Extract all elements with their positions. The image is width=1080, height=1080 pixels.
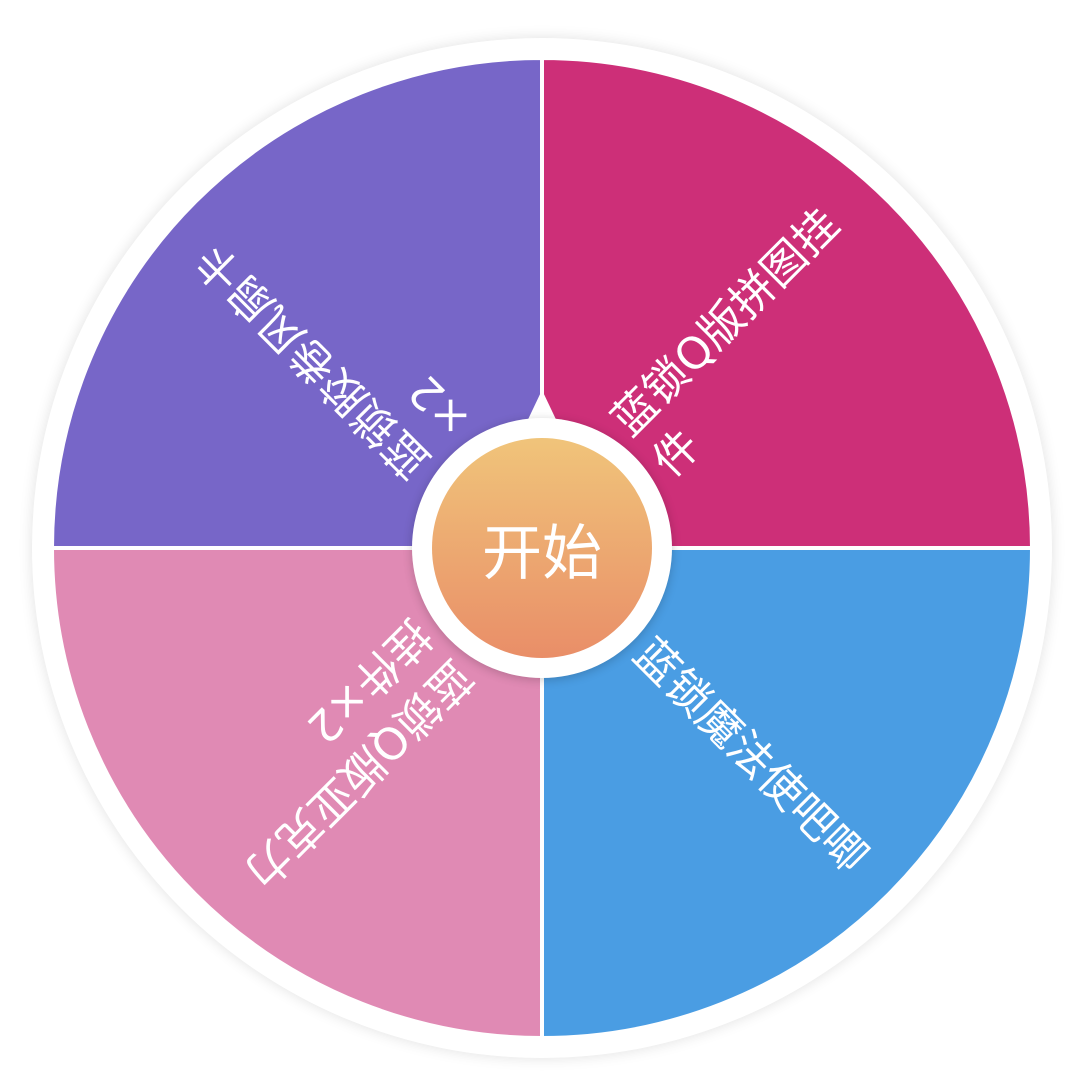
wheel-segment (540, 55, 1035, 550)
wheel-segment (49, 55, 544, 550)
start-button[interactable]: 开始 (432, 438, 652, 658)
wheel-segment (540, 546, 1035, 1041)
wheel-hub: 开始 (412, 390, 672, 678)
wheel-segment (49, 546, 544, 1041)
